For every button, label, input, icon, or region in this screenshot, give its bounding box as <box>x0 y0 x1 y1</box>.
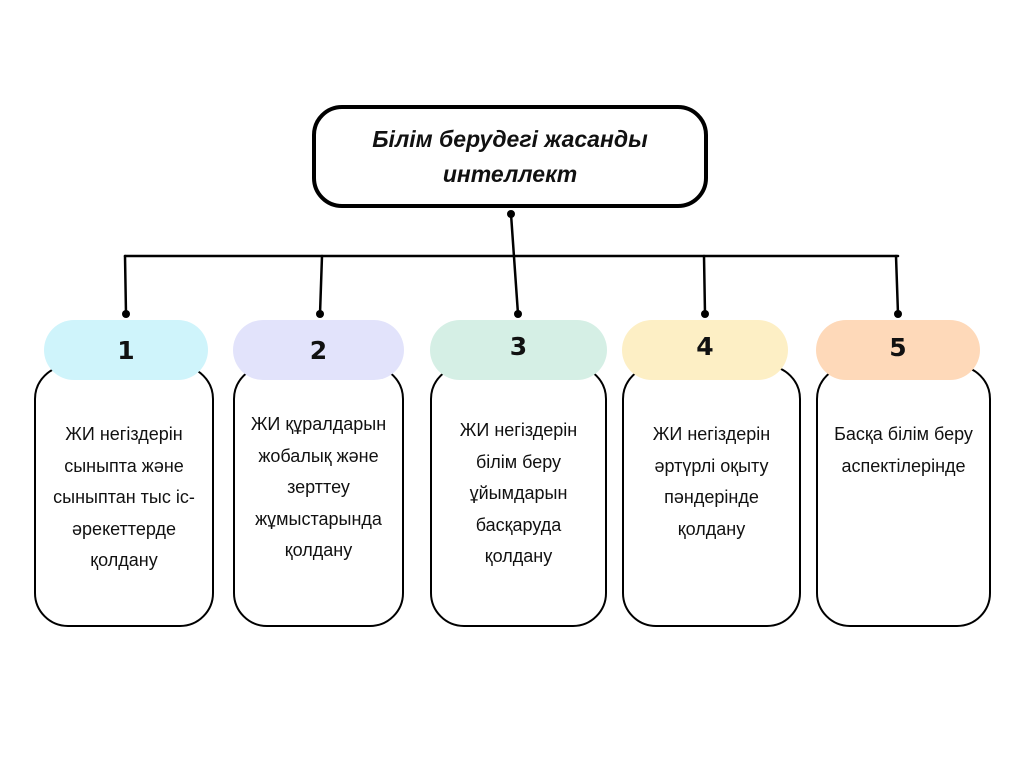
drop-line-4 <box>702 254 707 316</box>
dot-trunk-top <box>507 210 515 218</box>
drop-line-1 <box>123 254 128 316</box>
branch-card-1: ЖИ негіздерін сыныпта және сыныптан тыс … <box>34 365 214 627</box>
branch-1-number: 1 <box>117 335 135 365</box>
branch-card-3: ЖИ негіздерін білім беру ұйымдарын басқа… <box>430 365 607 627</box>
number-pill-2: 2 <box>233 320 404 380</box>
branch-3-number: 3 <box>509 331 528 361</box>
number-pill-3: 3 <box>430 320 607 380</box>
trunk-line <box>509 212 520 316</box>
branch-2-number: 2 <box>309 335 328 365</box>
number-pill-1: 1 <box>44 320 208 380</box>
dot-1 <box>122 310 130 318</box>
dot-4 <box>701 310 709 318</box>
dot-5 <box>894 310 902 318</box>
branch-5-number: 5 <box>889 332 907 362</box>
central-topic-title: Білім берудегі жасанды интеллект <box>372 125 648 187</box>
drop-line-5 <box>894 254 900 316</box>
dot-2 <box>316 310 324 318</box>
branch-4-text: ЖИ негіздерін әртүрлі оқыту пәндерінде қ… <box>652 424 771 539</box>
number-pill-5: 5 <box>816 320 980 380</box>
branch-4-number: 4 <box>696 331 714 361</box>
central-topic-box: Білім берудегі жасанды интеллект <box>312 105 708 208</box>
branch-5-text: Басқа білім беру аспектілерінде <box>834 424 973 476</box>
branch-card-4: ЖИ негіздерін әртүрлі оқыту пәндерінде қ… <box>622 365 801 627</box>
drop-line-2 <box>318 254 324 316</box>
branch-3-text: ЖИ негіздерін білім беру ұйымдарын басқа… <box>459 420 578 566</box>
dot-3 <box>514 310 522 318</box>
branch-2-text: ЖИ құралдарын жобалық және зерттеу жұмыс… <box>250 414 387 560</box>
number-pill-4: 4 <box>622 320 788 380</box>
branch-card-2: ЖИ құралдарын жобалық және зерттеу жұмыс… <box>233 365 404 627</box>
branch-1-text: ЖИ негіздерін сыныпта және сыныптан тыс … <box>53 424 195 570</box>
branch-card-5: Басқа білім беру аспектілерінде <box>816 365 991 627</box>
